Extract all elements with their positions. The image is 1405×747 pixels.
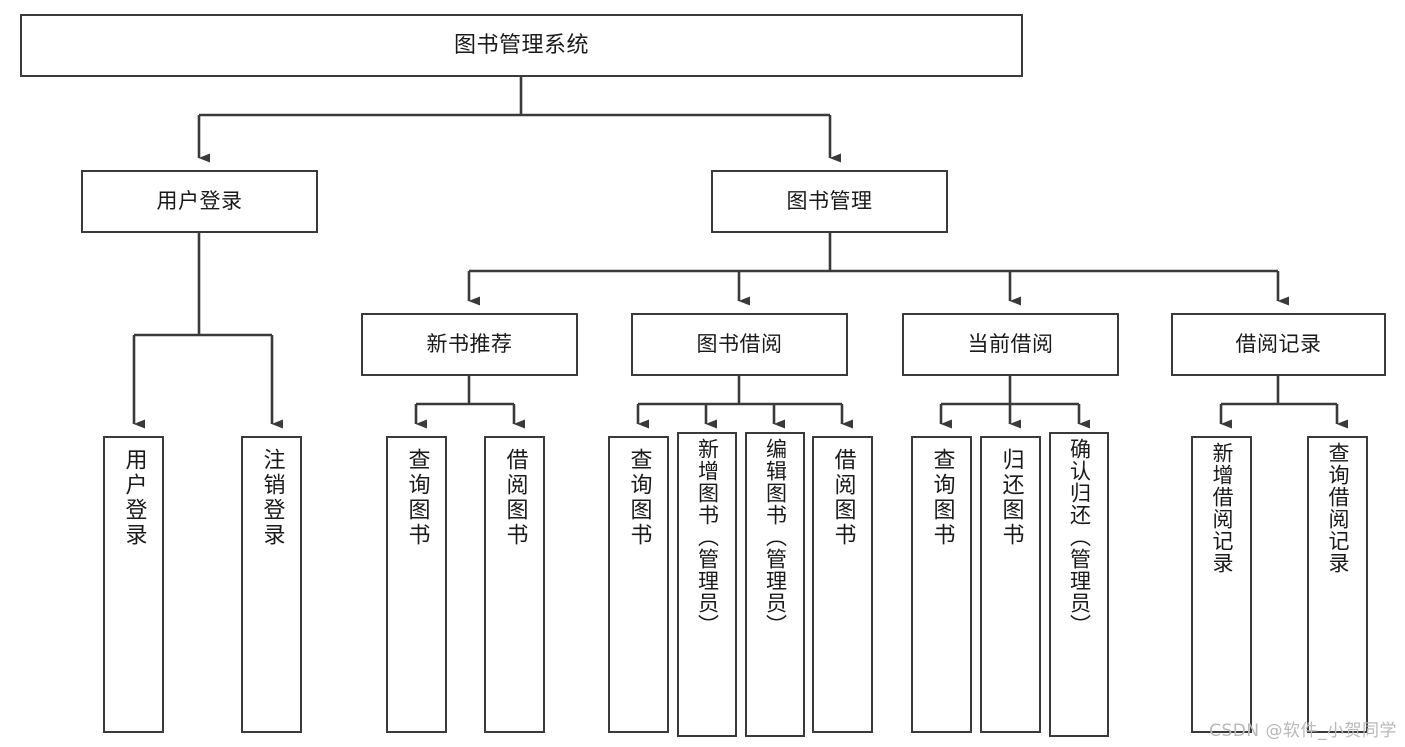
node-label: 注销登录 bbox=[259, 448, 285, 548]
leaf-add-book[interactable]: 新增图书（管理员） bbox=[677, 432, 737, 737]
node-label: 新书推荐 bbox=[426, 332, 513, 357]
node-label: 确认归还（管理员） bbox=[1067, 438, 1092, 636]
node-book-borrow[interactable]: 图书借阅 bbox=[631, 313, 848, 376]
node-book-manage[interactable]: 图书管理 bbox=[711, 170, 948, 233]
node-label: 查询图书 bbox=[929, 448, 955, 548]
node-label: 图书管理系统 bbox=[453, 32, 589, 58]
node-label: 查询借阅记录 bbox=[1326, 442, 1350, 574]
node-root-system[interactable]: 图书管理系统 bbox=[20, 14, 1023, 77]
node-label: 当前借阅 bbox=[967, 332, 1054, 357]
node-label: 借阅记录 bbox=[1235, 332, 1322, 357]
node-label: 用户登录 bbox=[121, 448, 147, 548]
leaf-edit-book[interactable]: 编辑图书（管理员） bbox=[745, 432, 805, 737]
leaf-query-book-1[interactable]: 查询图书 bbox=[386, 436, 447, 733]
leaf-user-login[interactable]: 用户登录 bbox=[103, 436, 164, 733]
node-label: 查询图书 bbox=[626, 448, 652, 548]
node-new-book-recommend[interactable]: 新书推荐 bbox=[361, 313, 578, 376]
node-label: 借阅图书 bbox=[502, 448, 528, 548]
node-label: 归还图书 bbox=[998, 448, 1024, 548]
node-user-login[interactable]: 用户登录 bbox=[81, 170, 318, 233]
node-label: 图书借阅 bbox=[696, 332, 783, 357]
node-label: 用户登录 bbox=[156, 189, 243, 214]
leaf-borrow-book-2[interactable]: 借阅图书 bbox=[812, 436, 873, 733]
leaf-confirm-return[interactable]: 确认归还（管理员） bbox=[1049, 432, 1109, 737]
node-label: 新增图书（管理员） bbox=[695, 438, 720, 636]
watermark-text: CSDN @软件_小贺同学 bbox=[1209, 721, 1397, 741]
node-label: 新增借阅记录 bbox=[1210, 442, 1234, 574]
node-label: 查询图书 bbox=[404, 448, 430, 548]
node-label: 编辑图书（管理员） bbox=[763, 438, 788, 636]
leaf-query-book-2[interactable]: 查询图书 bbox=[608, 436, 669, 733]
node-label: 借阅图书 bbox=[830, 448, 856, 548]
leaf-query-book-3[interactable]: 查询图书 bbox=[911, 436, 972, 733]
node-label: 图书管理 bbox=[786, 189, 873, 214]
leaf-borrow-book-1[interactable]: 借阅图书 bbox=[484, 436, 545, 733]
node-current-borrow[interactable]: 当前借阅 bbox=[902, 313, 1119, 376]
leaf-return-book[interactable]: 归还图书 bbox=[980, 436, 1041, 733]
leaf-query-record[interactable]: 查询借阅记录 bbox=[1307, 436, 1368, 733]
leaf-logout-login[interactable]: 注销登录 bbox=[241, 436, 302, 733]
node-borrow-record[interactable]: 借阅记录 bbox=[1171, 313, 1386, 376]
leaf-add-record[interactable]: 新增借阅记录 bbox=[1191, 436, 1252, 733]
